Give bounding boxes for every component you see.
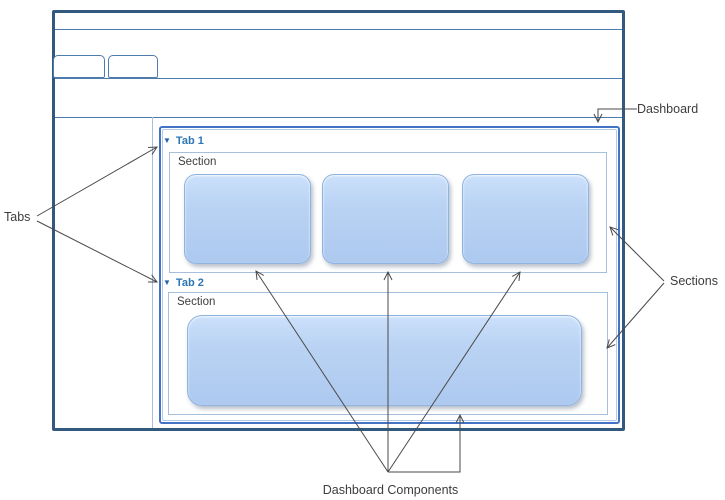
toolbar-divider-line (55, 117, 622, 118)
browser-window: ▼ Tab 1 Section ▼ Tab 2 Section (52, 10, 625, 431)
dashboard-annotation: Dashboard (637, 102, 699, 116)
dashboard-tab-1-label[interactable]: Tab 1 (175, 135, 204, 147)
tabs-annotation: Tabs (4, 210, 31, 224)
browser-tab-1[interactable] (53, 55, 105, 78)
dashboard-components-annotation: Dashboard Components (322, 483, 459, 497)
dashboard-component-4[interactable] (187, 315, 582, 406)
tabstrip-divider-line (55, 78, 622, 79)
section-tab1: Section (169, 152, 607, 273)
sidebar-divider-line (152, 117, 153, 428)
dashboard-component-3[interactable] (462, 174, 589, 264)
dashboard-tab-2-header[interactable]: ▼ Tab 2 (163, 276, 204, 290)
titlebar-divider-line (55, 29, 622, 30)
dropdown-triangle-icon[interactable]: ▼ (163, 136, 171, 145)
section-tab2: Section (168, 292, 608, 415)
section-label: Section (177, 296, 216, 308)
dropdown-triangle-icon[interactable]: ▼ (163, 278, 171, 287)
dashboard-frame: ▼ Tab 1 Section ▼ Tab 2 Section (159, 126, 620, 424)
sections-annotation: Sections (670, 274, 718, 288)
dashboard-tab-2-label[interactable]: Tab 2 (175, 277, 204, 289)
section-label: Section (178, 156, 217, 168)
dashboard-tab-1-header[interactable]: ▼ Tab 1 (163, 134, 204, 148)
dashboard-component-1[interactable] (184, 174, 311, 264)
dashboard-component-2[interactable] (322, 174, 449, 264)
browser-tab-2[interactable] (108, 55, 158, 78)
